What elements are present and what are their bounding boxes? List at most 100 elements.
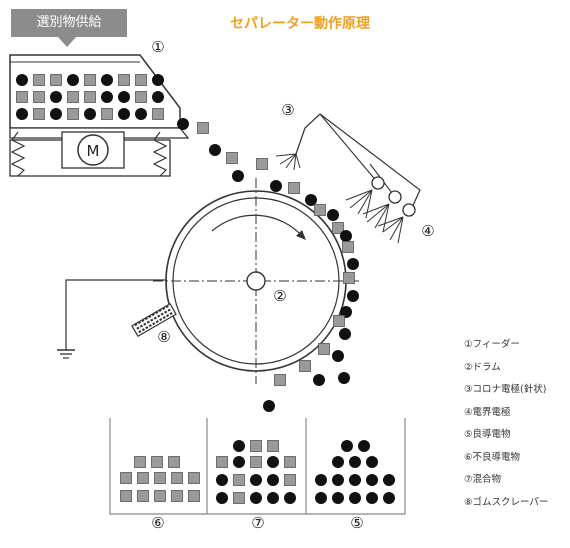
conductor-particle: [332, 350, 344, 362]
conductor-particle: [347, 258, 359, 270]
conductor-particle: [332, 474, 344, 486]
motor-icon: [77, 134, 109, 166]
conductor-particle: [118, 91, 130, 103]
non-conductor-particle: [154, 490, 166, 502]
collection-bins: [109, 418, 406, 515]
conductor-particle: [233, 456, 245, 468]
conductor-particle: [101, 74, 113, 86]
conductor-particle: [270, 180, 282, 192]
falling-particles: [177, 118, 359, 412]
non-conductor-particle: [33, 108, 45, 120]
callout-good-bin: ⑤: [350, 514, 364, 532]
conductor-particle: [383, 474, 395, 486]
non-conductor-particle: [250, 440, 262, 452]
conductor-particle: [67, 74, 79, 86]
callout-mixed-bin: ⑦: [251, 514, 265, 532]
legend-item: ⑦混合物: [464, 474, 502, 485]
conductor-particle: [267, 474, 279, 486]
non-conductor-particle: [33, 91, 45, 103]
non-conductor-particle: [84, 91, 96, 103]
callout-bad-bin: ⑥: [151, 514, 165, 532]
conductor-particle: [177, 118, 189, 130]
conductor-particle: [84, 108, 96, 120]
conductor-particle: [366, 456, 378, 468]
non-conductor-particle: [137, 490, 149, 502]
non-conductor-particle: [267, 440, 279, 452]
legend-item: ⑧ゴムスクレーパー: [464, 496, 549, 508]
non-conductor-particle: [284, 474, 296, 486]
non-conductor-particle: [188, 472, 200, 484]
conductor-particle: [16, 74, 28, 86]
callout-field-electrode: ④: [421, 222, 435, 240]
conductor-particle: [315, 492, 327, 504]
non-conductor-particle: [226, 152, 238, 164]
non-conductor-particle: [171, 490, 183, 502]
conductor-particle: [332, 492, 344, 504]
legend-item: ③コロナ電極(針状): [464, 384, 547, 395]
non-conductor-particle: [288, 182, 300, 194]
non-conductor-particle: [188, 490, 200, 502]
non-conductor-particle: [318, 343, 330, 355]
conductor-particle: [152, 91, 164, 103]
non-conductor-particle: [33, 74, 45, 86]
feed-label-arrow: [58, 37, 76, 47]
non-conductor-particle: [168, 456, 180, 468]
non-conductor-particle: [135, 74, 147, 86]
conductor-particle: [233, 440, 245, 452]
conductor-particle: [340, 230, 352, 242]
conductor-particle: [209, 144, 221, 156]
non-conductor-particle: [67, 108, 79, 120]
non-conductor-particle: [284, 456, 296, 468]
non-conductor-particle: [197, 122, 209, 134]
non-conductor-particle: [171, 472, 183, 484]
non-conductor-particle: [118, 74, 130, 86]
conductor-particle: [366, 474, 378, 486]
conductor-particle: [332, 456, 344, 468]
non-conductor-particle: [250, 456, 262, 468]
field-electrode: [319, 113, 421, 244]
conductor-particle: [267, 456, 279, 468]
conductor-particle: [135, 108, 147, 120]
non-conductor-particle: [274, 374, 286, 386]
conductor-particle: [250, 474, 262, 486]
non-conductor-particle: [16, 91, 28, 103]
callout-feeder: ①: [151, 38, 165, 56]
conductor-particle: [313, 374, 325, 386]
legend-item: ②ドラム: [464, 361, 501, 373]
rubber-scraper: [131, 302, 177, 338]
conductor-particle: [315, 474, 327, 486]
conductor-particle: [347, 290, 359, 302]
conductor-particle: [305, 194, 317, 206]
diagram-title: セパレーター動作原理: [230, 16, 370, 32]
non-conductor-particle: [256, 158, 268, 170]
conductor-particle: [250, 492, 262, 504]
non-conductor-particle: [216, 456, 228, 468]
conductor-particle: [340, 306, 352, 318]
hopper-particles: [16, 74, 164, 120]
conductor-particle: [349, 492, 361, 504]
conductor-particle: [267, 492, 279, 504]
non-conductor-particle: [314, 204, 326, 216]
non-conductor-particle: [120, 490, 132, 502]
conductor-particle: [349, 456, 361, 468]
conductor-particle: [366, 492, 378, 504]
corona-electrode: [275, 113, 321, 171]
callout-scraper: ⑧: [157, 328, 171, 346]
legend-item: ⑤良導電物: [464, 429, 511, 440]
conductor-particle: [338, 372, 350, 384]
conductor-particle: [383, 492, 395, 504]
callout-corona: ③: [281, 101, 295, 119]
conductor-particle: [341, 440, 353, 452]
conductor-particle: [50, 108, 62, 120]
conductor-particle: [216, 474, 228, 486]
non-conductor-particle: [299, 360, 311, 372]
non-conductor-particle: [332, 222, 344, 234]
non-conductor-particle: [233, 474, 245, 486]
non-conductor-particle: [342, 241, 354, 253]
non-conductor-particle: [154, 472, 166, 484]
conductor-particle: [339, 328, 351, 340]
conductor-particle: [50, 91, 62, 103]
conductor-particle: [16, 108, 28, 120]
feeder: M: [9, 54, 190, 177]
